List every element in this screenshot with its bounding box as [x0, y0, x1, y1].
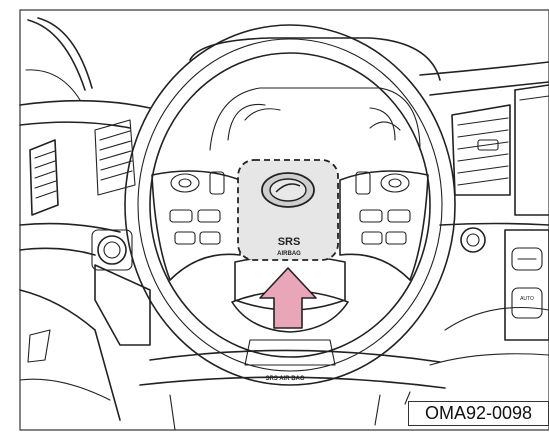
climate-auto-text: AUTO [520, 296, 534, 302]
figure-code-label: OMA92-0098 [408, 401, 549, 426]
airbag-zone: SRS AIRBAG [238, 160, 338, 260]
climate-controls: AUTO [430, 230, 549, 365]
lower-left-panel [20, 265, 150, 420]
airbag-arrow [260, 268, 316, 328]
right-knob [461, 228, 485, 252]
right-spoke-buttons [356, 172, 410, 244]
airbag-cover-subtext: AIRBAG [277, 251, 301, 257]
left-windshield-pillar [26, 18, 92, 100]
center-screen [515, 85, 549, 215]
center-air-vent [452, 105, 510, 195]
headlight-knob [92, 230, 132, 270]
lower-dashboard: SRS AIR BAG [140, 350, 445, 430]
right-dashboard-lines [420, 62, 549, 225]
left-air-vent [30, 140, 58, 215]
dash-text: SRS AIR BAG [265, 376, 304, 382]
airbag-cover-text: SRS [278, 236, 301, 248]
left-spoke-buttons [170, 172, 224, 244]
